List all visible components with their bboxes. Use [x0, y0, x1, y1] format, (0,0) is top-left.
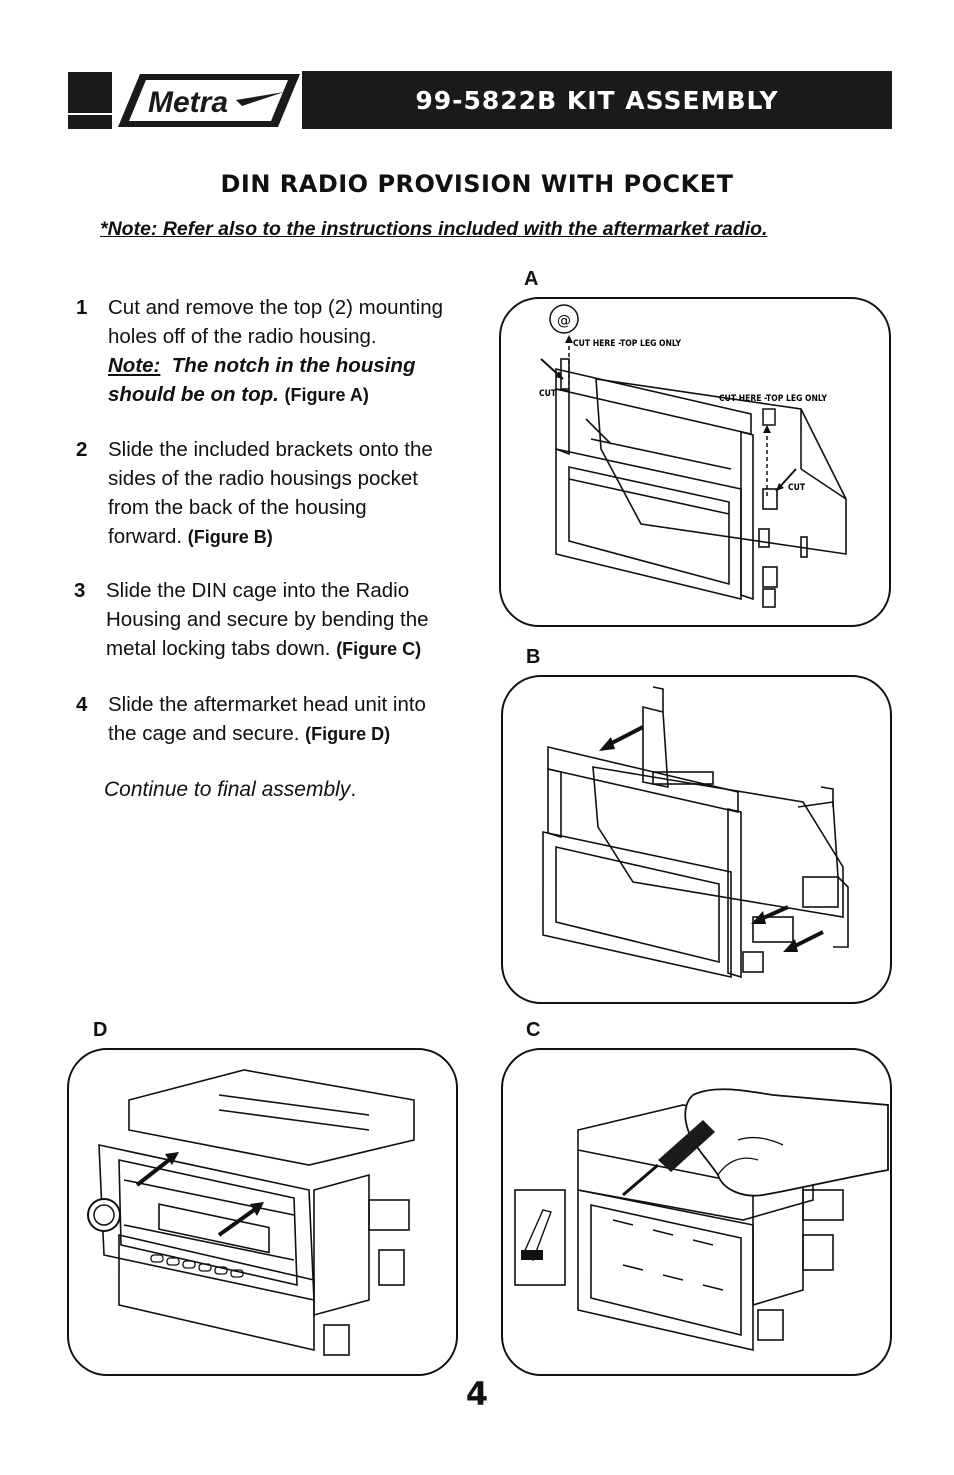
step-line: holes off of the radio housing. [108, 325, 377, 348]
metra-logo: Metra [118, 72, 300, 129]
header-square-stripe [68, 113, 112, 115]
step-4: 4 Slide the aftermarket head unit into t… [76, 690, 466, 749]
step-number: 2 [76, 438, 88, 461]
figure-ref: (Figure D) [305, 724, 391, 744]
step-line: Slide the DIN cage into the Radio [106, 579, 410, 602]
cut-label-2: CUT [788, 483, 806, 493]
step-note-text-2: should be on top. [108, 383, 279, 406]
step-line: Housing and secure by bending the [106, 608, 429, 631]
step-line: the cage and secure. [108, 722, 300, 745]
figure-c-illustration [514, 1088, 889, 1352]
cut-here-label-2: CUT HERE -TOP LEG ONLY [719, 394, 827, 404]
figure-a-illustration: @ CUT HERE -TOP LEG ONLY CUT CUT HERE -T… [539, 304, 847, 608]
step-number: 1 [76, 296, 88, 319]
figure-ref: (Figure B) [187, 527, 273, 547]
kit-assembly-banner: 99-5822B KIT ASSEMBLY [302, 71, 892, 129]
header-black-square [68, 72, 112, 129]
step-1: 1 Cut and remove the top (2) mounting ho… [76, 293, 466, 410]
aftermarket-note: *Note: Refer also to the instructions in… [100, 218, 768, 240]
step-note-label: Note: [108, 354, 161, 377]
figure-a: @ CUT HERE -TOP LEG ONLY CUT CUT HERE -T… [499, 297, 891, 627]
page-title: DIN RADIO PROVISION WITH POCKET [220, 170, 734, 198]
step-line: Cut and remove the top (2) mounting [108, 296, 444, 319]
cut-here-label-1: CUT HERE -TOP LEG ONLY [573, 339, 681, 349]
figure-d [67, 1048, 458, 1376]
step-note-text: The notch in the housing [160, 354, 416, 377]
figure-d-illustration [87, 1069, 415, 1356]
page-number: 4 [465, 1375, 489, 1413]
continue-note: Continue to final assembly. [104, 778, 357, 801]
figure-d-label: D [93, 1019, 108, 1041]
step-line: forward. [108, 525, 183, 548]
figure-b-label: B [526, 646, 541, 668]
figure-a-label: A [524, 268, 539, 290]
figure-ref: (Figure A) [284, 385, 369, 405]
cut-label-1: CUT [539, 389, 557, 399]
svg-text:Metra: Metra [148, 86, 228, 119]
figure-c [501, 1048, 892, 1376]
step-line: from the back of the housing [108, 496, 367, 519]
step-number: 3 [74, 579, 86, 602]
step-line: sides of the radio housings pocket [108, 467, 418, 490]
figure-b-illustration [542, 686, 849, 979]
step-2: 2 Slide the included brackets onto the s… [76, 435, 466, 552]
figure-ref: (Figure C) [336, 639, 422, 659]
figure-c-label: C [526, 1019, 541, 1041]
figure-b [501, 675, 892, 1004]
step-line: Slide the aftermarket head unit into [108, 693, 426, 716]
step-line: Slide the included brackets onto the [108, 438, 433, 461]
step-line: metal locking tabs down. [106, 637, 331, 660]
step-3: 3 Slide the DIN cage into the Radio Hous… [74, 576, 464, 664]
step-number: 4 [76, 693, 88, 716]
svg-text:@: @ [557, 313, 571, 329]
